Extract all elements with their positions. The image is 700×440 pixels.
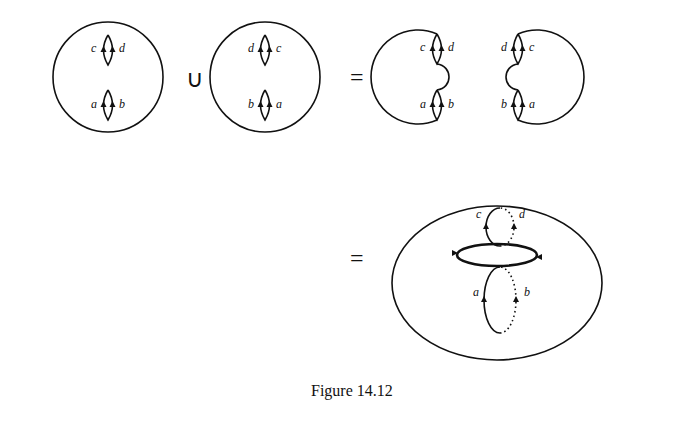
edge-letter: b [524, 286, 530, 298]
edge-letter: b [119, 98, 125, 110]
edge-letter: c [420, 41, 425, 53]
edge-letter: d [248, 42, 254, 54]
edge-letter: d [119, 42, 125, 54]
edge-letter: a [276, 98, 282, 110]
edge-letter: c [91, 42, 96, 54]
edge-letter: a [91, 98, 97, 110]
edge-letter: d [448, 41, 454, 53]
edge-letter: b [448, 98, 454, 110]
edge-letter: c [276, 42, 281, 54]
edge-letter: c [476, 208, 481, 220]
edge-letter: d [501, 41, 507, 53]
edge-letter: a [420, 98, 426, 110]
figure-caption: Figure 14.12 [311, 383, 393, 399]
operator-symbol: = [350, 246, 364, 270]
edge-letter: b [501, 98, 507, 110]
edge-letter: b [248, 98, 254, 110]
operator-symbol: = [350, 65, 364, 89]
operator-symbol: ∪ [186, 67, 204, 91]
edge-letter: c [529, 41, 534, 53]
edge-letter: a [529, 98, 535, 110]
edge-letter: a [473, 286, 479, 298]
edge-letter: d [519, 208, 525, 220]
